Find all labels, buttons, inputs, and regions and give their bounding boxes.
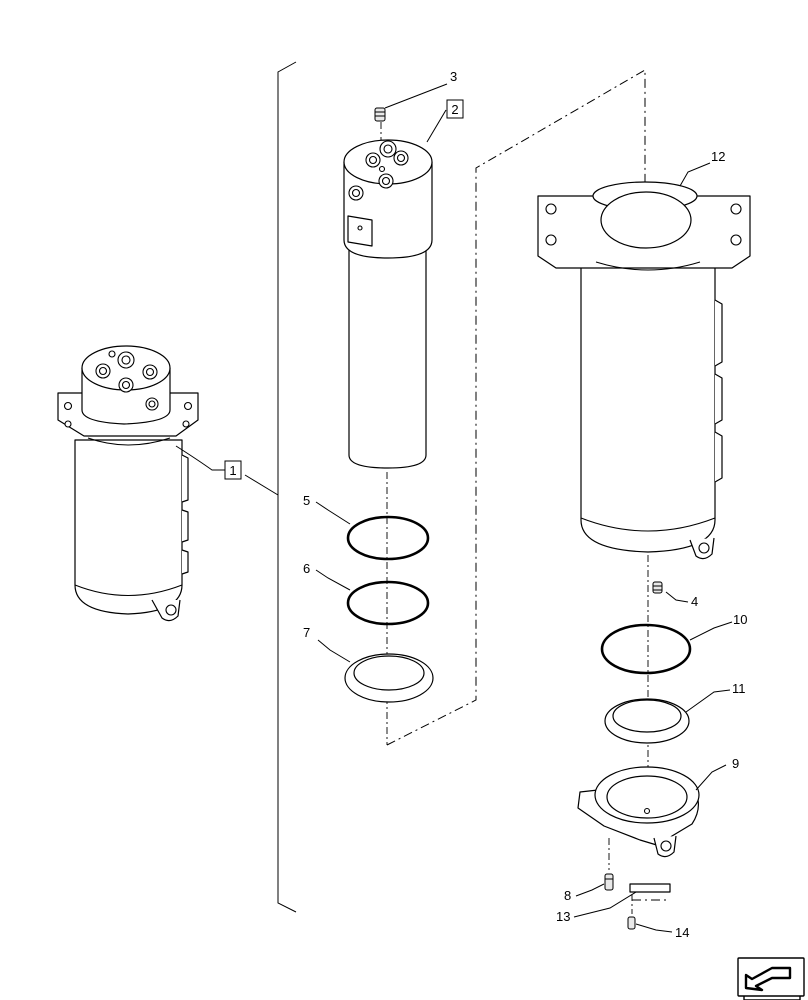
- callout-1: 1: [229, 463, 236, 478]
- callout-2: 2: [451, 102, 458, 117]
- part-14-screw: [627, 916, 636, 930]
- part-7-backup-ring: [344, 653, 434, 703]
- part-5-o-ring: [346, 515, 430, 561]
- callout-7: 7: [303, 625, 310, 640]
- callout-8: 8: [564, 888, 571, 903]
- callout-11: 11: [732, 681, 746, 696]
- part-6-o-ring: [346, 580, 430, 626]
- assembly-1-illustration: [57, 345, 199, 622]
- callout-3: 3: [450, 69, 457, 84]
- callout-10: 10: [733, 612, 747, 627]
- callout-13: 13: [556, 909, 570, 924]
- assembly-relation-line: [386, 69, 646, 746]
- callout-4: 4: [691, 594, 698, 609]
- callout-box-1: [224, 460, 242, 480]
- part-12-housing: [537, 181, 751, 560]
- part-11-backup-ring: [604, 698, 690, 744]
- callout-9: 9: [732, 756, 739, 771]
- arrow-icon[interactable]: [737, 957, 805, 1000]
- part-3-plug: [374, 107, 386, 122]
- callout-14: 14: [675, 925, 689, 940]
- part-8-bolt: [604, 838, 614, 891]
- part-2-rotor: [343, 139, 433, 469]
- callout-12: 12: [711, 149, 725, 164]
- callout-5: 5: [303, 493, 310, 508]
- part-9-end-cap: [577, 766, 700, 858]
- group-bracket: [277, 61, 297, 913]
- part-13-plate: [629, 883, 671, 914]
- part-4-plug: [652, 581, 663, 594]
- callout-box-2: [446, 99, 464, 119]
- part-10-o-ring: [600, 623, 692, 675]
- callout-6: 6: [303, 561, 310, 576]
